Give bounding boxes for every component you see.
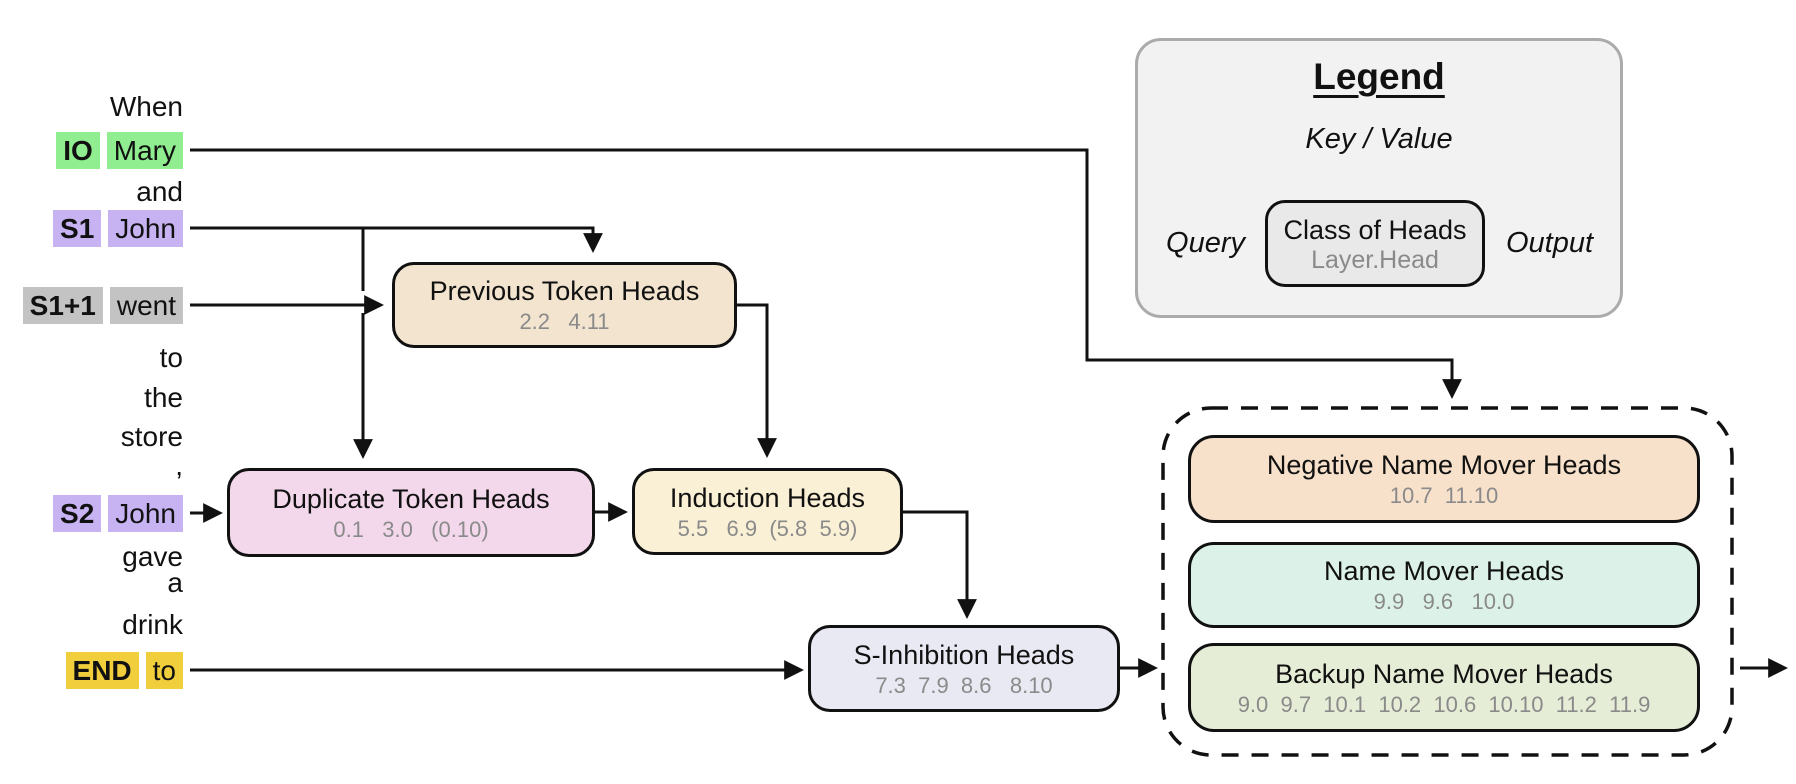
legend-key-value-label: Key / Value bbox=[1305, 123, 1453, 155]
node-s-inhibition-heads: S-Inhibition Heads 7.3 7.9 8.6 8.10 bbox=[808, 625, 1120, 712]
token-role-label-s2: S2 bbox=[53, 494, 102, 532]
token-role-label-s1plus1: S1+1 bbox=[22, 286, 103, 324]
node-negative-name-mover-heads: Negative Name Mover Heads 10.7 11.10 bbox=[1188, 435, 1700, 523]
node-head-list: 9.0 9.7 10.1 10.2 10.6 10.10 11.2 11.9 bbox=[1237, 691, 1651, 717]
token-text: and bbox=[136, 176, 183, 207]
arrow-io-to-name-mover-group bbox=[190, 148, 1462, 399]
token-row-end-to: END to bbox=[65, 651, 183, 689]
node-head-list: 9.9 9.6 10.0 bbox=[1373, 589, 1515, 614]
node-title: Negative Name Mover Heads bbox=[1266, 450, 1622, 480]
token-role-label-s1: S1 bbox=[53, 209, 102, 247]
token-row-store: store bbox=[121, 418, 183, 456]
legend-title: Legend bbox=[1313, 56, 1445, 97]
token-row-gave: gave bbox=[122, 538, 183, 576]
node-head-list: 7.3 7.9 8.6 8.10 bbox=[875, 672, 1053, 698]
legend-box-title: Class of Heads bbox=[1283, 214, 1467, 245]
token-row-when: When bbox=[110, 88, 183, 126]
token-text: a bbox=[167, 567, 183, 598]
node-title: Name Mover Heads bbox=[1323, 556, 1565, 586]
token-role-label-io: IO bbox=[56, 131, 100, 169]
arrow-s1-to-previous-token-key bbox=[190, 226, 603, 253]
token-row-and: and bbox=[136, 173, 183, 211]
node-induction-heads: Induction Heads 5.5 6.9 (5.8 5.9) bbox=[632, 468, 903, 555]
node-title: Backup Name Mover Heads bbox=[1275, 658, 1613, 689]
node-title: Induction Heads bbox=[669, 482, 866, 513]
token-text: store bbox=[120, 421, 183, 452]
node-title: Duplicate Token Heads bbox=[272, 483, 550, 514]
token-text: to bbox=[159, 342, 183, 373]
token-row-drink: drink bbox=[122, 606, 183, 644]
token-text: to bbox=[145, 651, 183, 689]
name-mover-group-dashed-border bbox=[1161, 406, 1734, 757]
token-row-s1plus1-went: S1+1 went bbox=[22, 286, 183, 324]
legend-box-subtitle: Layer.Head bbox=[1311, 245, 1439, 274]
node-title: Previous Token Heads bbox=[429, 276, 700, 306]
legend-output-label: Output bbox=[1506, 227, 1594, 259]
node-head-list: 10.7 11.10 bbox=[1389, 483, 1499, 508]
token-role-label-end: END bbox=[65, 651, 139, 689]
token-text: the bbox=[144, 382, 183, 413]
prompt-token-column: When IO Mary and S1 John S1+1 went to th… bbox=[0, 0, 183, 784]
token-row-s1-john: S1 John bbox=[53, 209, 183, 247]
token-text: , bbox=[175, 450, 183, 481]
token-text: gave bbox=[122, 541, 183, 572]
legend-query-label: Query bbox=[1166, 227, 1245, 259]
arrow-induction-to-s-inhibition bbox=[903, 510, 977, 619]
node-head-list: 0.1 3.0 (0.10) bbox=[333, 516, 489, 542]
token-row-s2-john: S2 John bbox=[53, 494, 183, 532]
node-head-list: 5.5 6.9 (5.8 5.9) bbox=[677, 515, 858, 541]
node-title: S-Inhibition Heads bbox=[853, 639, 1075, 670]
node-previous-token-heads: Previous Token Heads 2.2 4.11 bbox=[392, 262, 737, 348]
token-row-the: the bbox=[144, 379, 183, 417]
node-head-list: 2.2 4.11 bbox=[519, 309, 610, 334]
token-row-io-mary: IO Mary bbox=[56, 131, 183, 169]
legend-class-of-heads-box: Class of Heads Layer.Head bbox=[1265, 200, 1485, 287]
arrow-previous-token-to-induction bbox=[737, 303, 777, 458]
node-duplicate-token-heads: Duplicate Token Heads 0.1 3.0 (0.10) bbox=[227, 468, 595, 557]
token-text: drink bbox=[122, 609, 183, 640]
node-backup-name-mover-heads: Backup Name Mover Heads 9.0 9.7 10.1 10.… bbox=[1188, 643, 1700, 732]
token-text: John bbox=[108, 209, 183, 247]
token-row-a: a bbox=[167, 564, 183, 602]
node-name-mover-heads: Name Mover Heads 9.9 9.6 10.0 bbox=[1188, 542, 1700, 628]
token-text: Mary bbox=[106, 131, 183, 169]
token-row-comma: , bbox=[175, 447, 183, 485]
token-text: went bbox=[109, 286, 183, 324]
token-row-to: to bbox=[160, 339, 183, 377]
token-text: John bbox=[108, 494, 183, 532]
token-text: When bbox=[109, 91, 183, 122]
